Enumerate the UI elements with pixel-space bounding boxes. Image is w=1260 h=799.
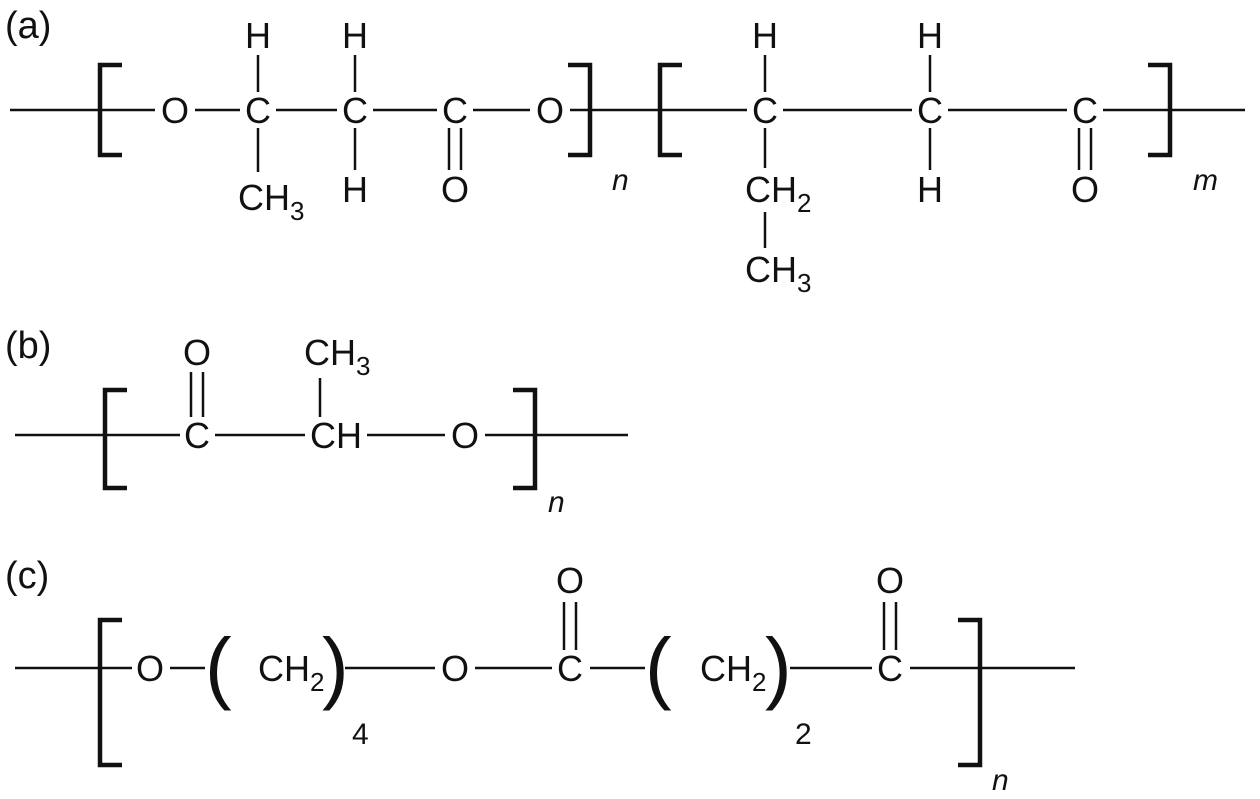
atom-c: C — [1072, 90, 1098, 131]
group-ch3: CH3 — [745, 249, 811, 298]
atom-o: O — [451, 415, 479, 456]
group-ch: CH — [310, 415, 362, 456]
group-ch3: CH3 — [304, 332, 370, 381]
atom-c: C — [752, 90, 778, 131]
atom-c: C — [184, 415, 210, 456]
paren-close: ) — [765, 622, 792, 711]
atom-o: O — [183, 332, 211, 373]
bracket-close — [958, 617, 983, 768]
atom-h: H — [752, 15, 778, 56]
paren-close: ) — [322, 622, 349, 711]
atom-o: O — [161, 90, 189, 131]
atom-o: O — [1071, 169, 1099, 210]
group-ch2: CH2 — [258, 648, 324, 697]
bracket-open — [97, 62, 122, 158]
group-ch2: CH2 — [700, 648, 766, 697]
bonds-c — [15, 602, 1075, 670]
bracket-close — [568, 62, 593, 158]
structure-a: (a) O C — [5, 5, 1245, 298]
label-b: (b) — [5, 325, 51, 367]
repeat-index-n: n — [992, 764, 1009, 797]
atom-h: H — [245, 15, 271, 56]
label-c: (c) — [5, 555, 49, 597]
atom-o: O — [556, 560, 584, 601]
repeat-count: 2 — [795, 718, 812, 751]
atom-c: C — [245, 90, 271, 131]
atom-h: H — [342, 169, 368, 210]
atom-c: C — [557, 648, 583, 689]
label-a: (a) — [5, 5, 51, 47]
paren-open: ( — [205, 622, 232, 711]
group-ch2: CH2 — [745, 169, 811, 218]
bonds-b — [15, 372, 628, 437]
atom-c: C — [877, 648, 903, 689]
paren-open: ( — [645, 622, 672, 711]
atom-h: H — [917, 15, 943, 56]
bonds-a — [10, 55, 1245, 248]
structure-b: (b) C O CH CH3 O n — [5, 325, 628, 519]
atom-h: H — [342, 15, 368, 56]
bracket-open — [102, 387, 127, 491]
bracket-open — [657, 62, 682, 158]
atom-o: O — [441, 648, 469, 689]
atom-h: H — [917, 169, 943, 210]
atom-o: O — [136, 648, 164, 689]
bracket-close — [1148, 62, 1173, 158]
bracket-open — [97, 617, 122, 768]
atom-c: C — [342, 90, 368, 131]
bracket-close — [513, 387, 538, 491]
repeat-index-m: m — [1193, 164, 1218, 197]
repeat-index-n: n — [612, 164, 629, 197]
atom-o: O — [876, 560, 904, 601]
atom-o: O — [441, 169, 469, 210]
repeat-count: 4 — [352, 718, 369, 751]
repeat-index-n: n — [548, 486, 565, 519]
group-ch3: CH3 — [238, 177, 304, 226]
atom-o: O — [536, 90, 564, 131]
structure-c: (c) O ( CH2 ) 4 O C O ( CH2 ) 2 C O n — [5, 555, 1075, 797]
atom-c: C — [442, 90, 468, 131]
atom-c: C — [917, 90, 943, 131]
